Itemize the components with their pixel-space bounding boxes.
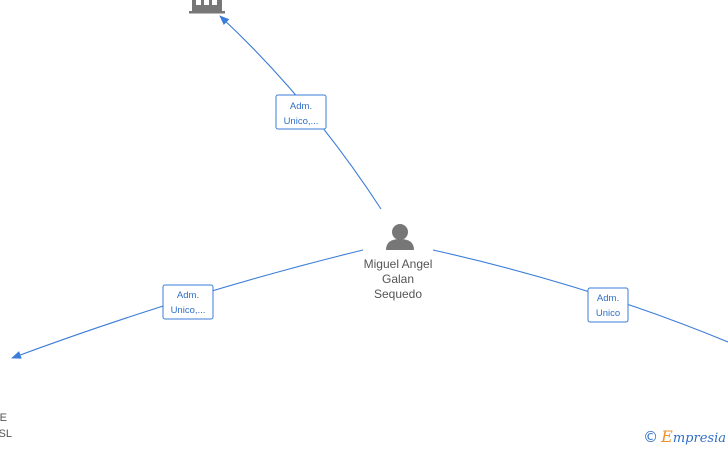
edge-to-right-company: [432, 249, 728, 343]
brand-name-rest: mpresia: [672, 431, 726, 446]
edge-label-left-line-2: Unico,...: [171, 305, 206, 316]
brand-name-initial: E: [661, 427, 673, 446]
brand-watermark: © Empresia: [643, 427, 726, 446]
brand-name: Empresia: [661, 427, 726, 446]
left-company-label[interactable]: E SL: [0, 412, 12, 440]
edge-label-top[interactable]: Adm. Unico,...: [275, 94, 327, 130]
person-name-line-1: Miguel Angel: [364, 257, 433, 271]
left-company-label-line-1: E: [0, 412, 7, 424]
copyright-icon: ©: [643, 427, 659, 446]
person-name-line-3: Sequedo: [374, 287, 422, 301]
person-name[interactable]: Miguel Angel Galan Sequedo: [364, 257, 433, 301]
building-icon[interactable]: [189, 0, 225, 14]
edge-label-left[interactable]: Adm. Unico,...: [162, 284, 214, 320]
edge-label-top-line-2: Unico,...: [284, 116, 319, 127]
person-name-line-2: Galan: [382, 272, 414, 286]
edge-label-right-line-1: Adm.: [597, 293, 619, 304]
edge-label-left-line-1: Adm.: [177, 290, 199, 301]
edge-label-top-line-1: Adm.: [290, 101, 312, 112]
person-icon[interactable]: [386, 224, 414, 250]
edge-label-right-line-2: Unico: [596, 308, 620, 319]
left-company-label-line-2: SL: [0, 428, 12, 440]
edge-label-right[interactable]: Adm. Unico: [587, 287, 629, 323]
